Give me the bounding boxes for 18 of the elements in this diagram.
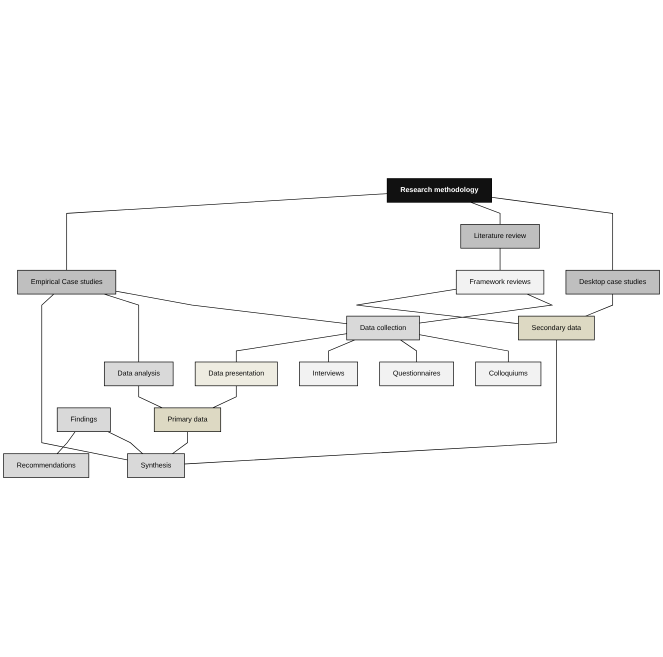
connector [41, 294, 128, 461]
connector [236, 334, 348, 363]
connector [470, 202, 500, 226]
connector [328, 340, 356, 363]
connector [108, 432, 144, 455]
connector [66, 194, 388, 272]
connector [115, 291, 348, 324]
connector [356, 289, 519, 324]
connector [138, 386, 162, 409]
connector [585, 294, 614, 317]
connector [400, 340, 417, 363]
connector [419, 294, 554, 324]
connector [212, 386, 237, 409]
connector [56, 432, 76, 455]
connector [172, 432, 188, 455]
connector [184, 340, 557, 465]
connector [419, 334, 509, 363]
connector [491, 197, 614, 272]
